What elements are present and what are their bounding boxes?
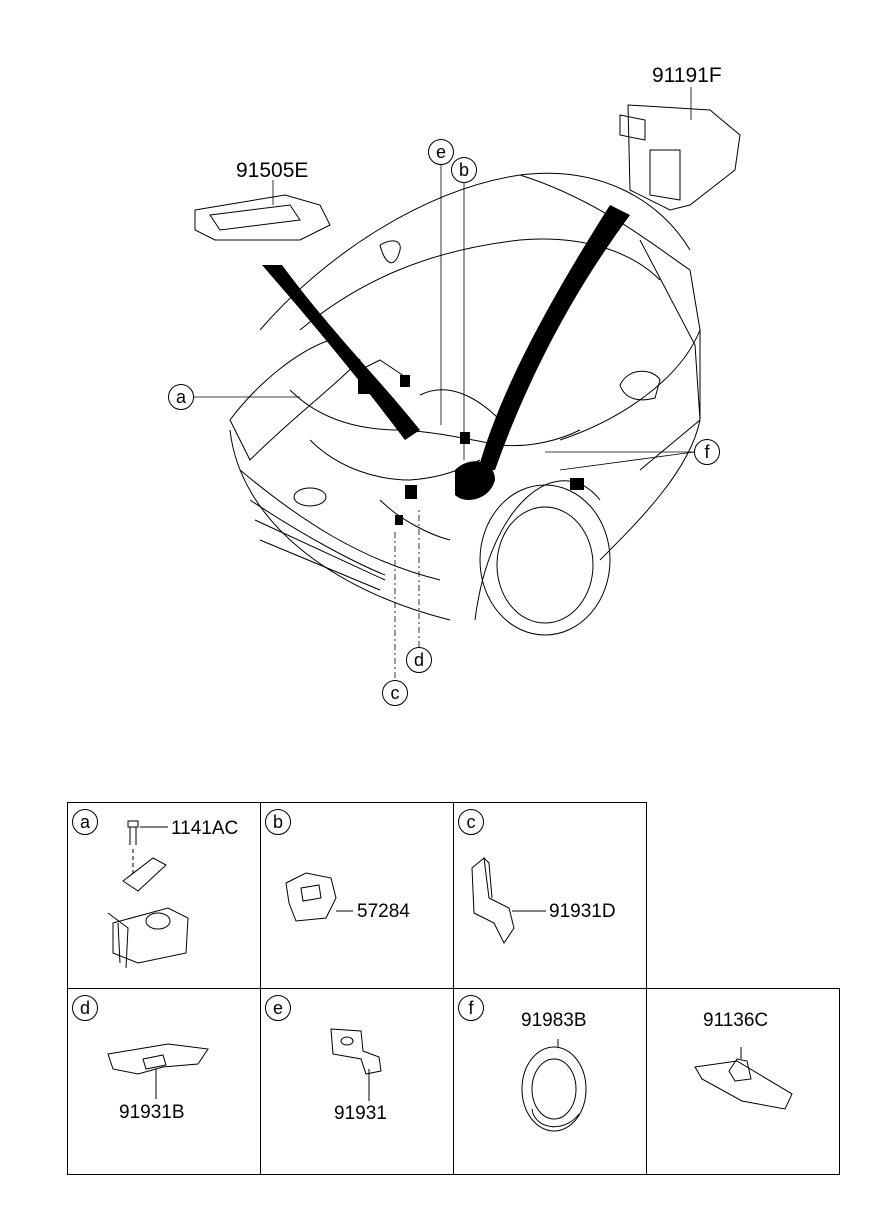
part-label: 91136C: [703, 1010, 769, 1031]
callout-e: e: [428, 139, 454, 165]
cell-letter: d: [72, 995, 98, 1021]
detail-cell-e: e 91931: [260, 988, 454, 1175]
callout-d: d: [406, 647, 432, 673]
cell-letter: f: [458, 995, 484, 1021]
detail-cell-f: f 91983B: [453, 988, 647, 1175]
callout-b: b: [451, 157, 477, 183]
detail-cell-b: b 57284: [260, 802, 454, 989]
detail-cell-c: c 91931D: [453, 802, 647, 989]
cell-letter: a: [72, 809, 98, 835]
cell-letter: b: [265, 809, 291, 835]
part-label: 91983B: [521, 1010, 587, 1031]
bracket-drawing: [285, 872, 353, 922]
part-label: 91931D: [549, 901, 616, 922]
bolt-drawing: [107, 820, 189, 969]
callout-a: a: [168, 384, 194, 410]
part-label-91191F: 91191F: [652, 64, 722, 87]
part-label: 91931B: [119, 1102, 185, 1123]
part-label: 91931: [334, 1103, 387, 1124]
callout-f: f: [694, 439, 720, 465]
grommet-drawing: [521, 1039, 587, 1132]
detail-cell-a: a 1141AC: [67, 802, 261, 989]
cell-letter: e: [265, 995, 291, 1021]
detail-cell-extra: 91136C: [646, 988, 840, 1175]
bracket-drawing: [107, 1043, 209, 1099]
cell-letter: c: [458, 809, 484, 835]
bracket-drawing: [330, 1028, 382, 1101]
part-label-91505E: 91505E: [236, 159, 309, 182]
detail-cell-d: d 91931B: [67, 988, 261, 1175]
callout-c: c: [382, 680, 408, 706]
clip-drawing: [694, 1047, 793, 1110]
part-label: 57284: [357, 901, 410, 922]
bracket-drawing: [471, 857, 546, 944]
part-label: 1141AC: [171, 818, 239, 839]
